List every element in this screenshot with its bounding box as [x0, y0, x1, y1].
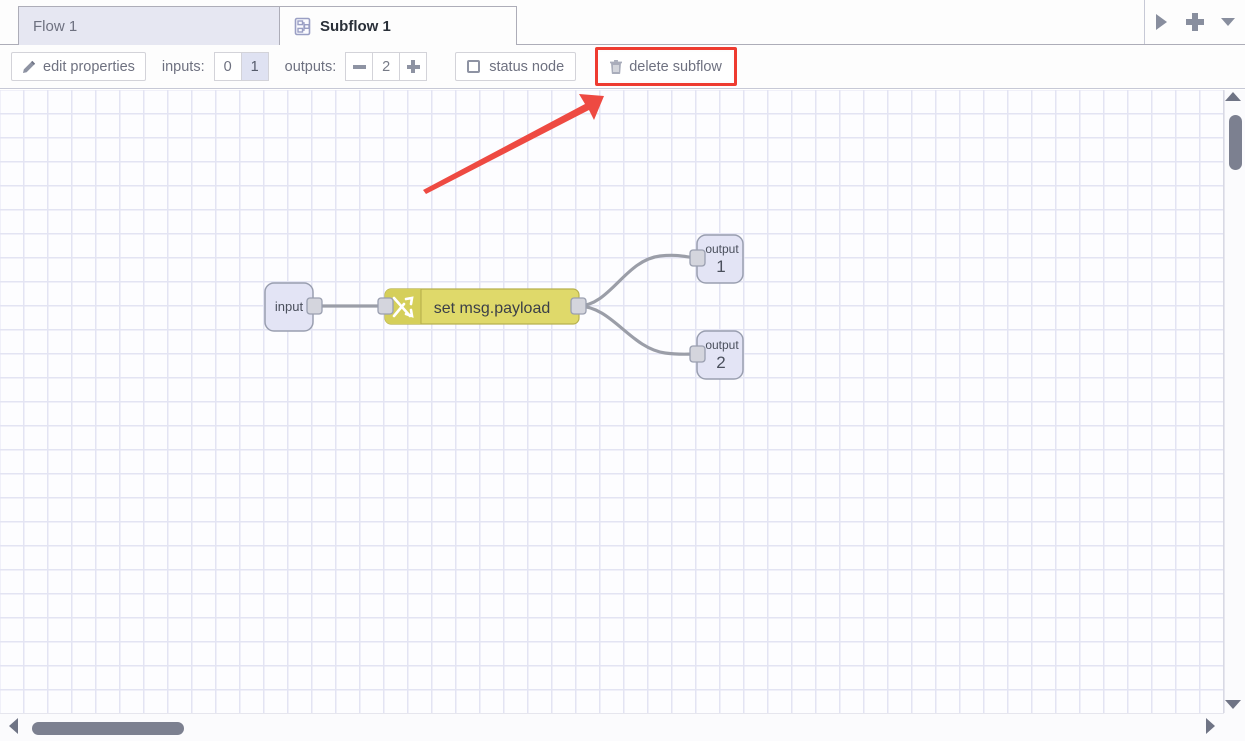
tab-label: Flow 1: [33, 17, 78, 35]
node-change[interactable]: set msg.payload: [377, 288, 587, 325]
inputs-option-1[interactable]: 1: [240, 52, 269, 81]
subflow-toolbar: edit properties inputs: 0 1 outputs: 2 s…: [0, 45, 1245, 89]
triangle-right-icon: [1156, 14, 1168, 30]
node-output2-label: output: [705, 338, 739, 352]
scrollbar-corner: [1224, 713, 1245, 741]
outputs-increment-button[interactable]: [399, 52, 428, 81]
node-subflow-output-1[interactable]: output 1: [689, 234, 744, 284]
canvas-grid: [0, 90, 1223, 713]
outputs-stepper: 2: [345, 52, 428, 81]
delete-subflow-label: delete subflow: [629, 58, 722, 75]
node-change-label: set msg.payload: [434, 300, 551, 317]
tab-bar-baseline: [0, 44, 1245, 45]
tab-flow-1[interactable]: Flow 1: [18, 6, 283, 45]
port-change-input[interactable]: [377, 297, 394, 315]
subflow-icon: [294, 17, 311, 35]
vertical-scrollbar[interactable]: [1224, 90, 1245, 713]
wire-group: [312, 253, 699, 356]
outputs-decrement-button[interactable]: [345, 52, 374, 81]
node-subflow-input[interactable]: input: [264, 282, 323, 332]
port-input-output[interactable]: [306, 297, 323, 315]
plus-icon: [406, 60, 420, 73]
node-output1-label: output: [705, 242, 739, 256]
edit-properties-button[interactable]: edit properties: [11, 52, 146, 81]
checkbox-icon[interactable]: [467, 60, 481, 73]
port-change-output[interactable]: [570, 297, 587, 315]
outputs-label: outputs:: [284, 58, 337, 75]
scroll-tabs-right-button[interactable]: [1149, 9, 1175, 35]
inputs-label: inputs:: [161, 58, 205, 75]
horizontal-scrollbar[interactable]: [0, 713, 1245, 741]
port-output2-input[interactable]: [689, 345, 706, 363]
node-output2-index: 2: [716, 353, 725, 372]
minus-icon: [352, 64, 366, 69]
node-subflow-output-2[interactable]: output 2: [689, 330, 744, 380]
annotation-arrow: [423, 94, 604, 194]
wire-change-to-output1[interactable]: [576, 253, 699, 308]
add-flow-button[interactable]: [1182, 9, 1208, 35]
trash-icon: [610, 59, 623, 74]
tab-subflow-1[interactable]: Subflow 1: [279, 6, 517, 46]
plus-icon: [1185, 13, 1204, 31]
chevron-down-icon: [1221, 18, 1236, 26]
inputs-selector[interactable]: 0 1: [213, 52, 269, 81]
port-output1-input[interactable]: [689, 249, 706, 267]
wire-change-to-output2[interactable]: [576, 304, 699, 356]
delete-subflow-highlight: delete subflow: [595, 47, 737, 86]
flow-tab-bar: Flow 1 Subflow 1: [0, 0, 1245, 46]
scroll-up-icon[interactable]: [1225, 92, 1241, 101]
pencil-icon: [23, 60, 36, 73]
vertical-scrollbar-thumb[interactable]: [1229, 115, 1242, 170]
edit-properties-label: edit properties: [43, 58, 135, 75]
scroll-right-icon[interactable]: [1206, 718, 1215, 734]
inputs-option-0[interactable]: 0: [213, 52, 242, 81]
flow-menu-button[interactable]: [1215, 9, 1241, 35]
scroll-down-icon[interactable]: [1225, 700, 1241, 709]
delete-subflow-button[interactable]: delete subflow: [600, 52, 732, 81]
status-node-label: status node: [489, 58, 565, 75]
node-output1-index: 1: [716, 257, 725, 276]
status-node-toggle[interactable]: status node: [455, 52, 577, 81]
node-input-label: input: [275, 299, 304, 314]
scroll-left-icon[interactable]: [9, 718, 18, 734]
tab-label: Subflow 1: [320, 17, 391, 35]
canvas-nodes-layer: input set msg.payload: [264, 94, 744, 380]
shuffle-icon: [392, 296, 414, 318]
horizontal-scrollbar-thumb[interactable]: [32, 722, 184, 735]
flow-canvas[interactable]: input set msg.payload: [0, 90, 1224, 713]
outputs-value: 2: [372, 52, 401, 81]
tab-bar-controls: [1144, 0, 1245, 44]
